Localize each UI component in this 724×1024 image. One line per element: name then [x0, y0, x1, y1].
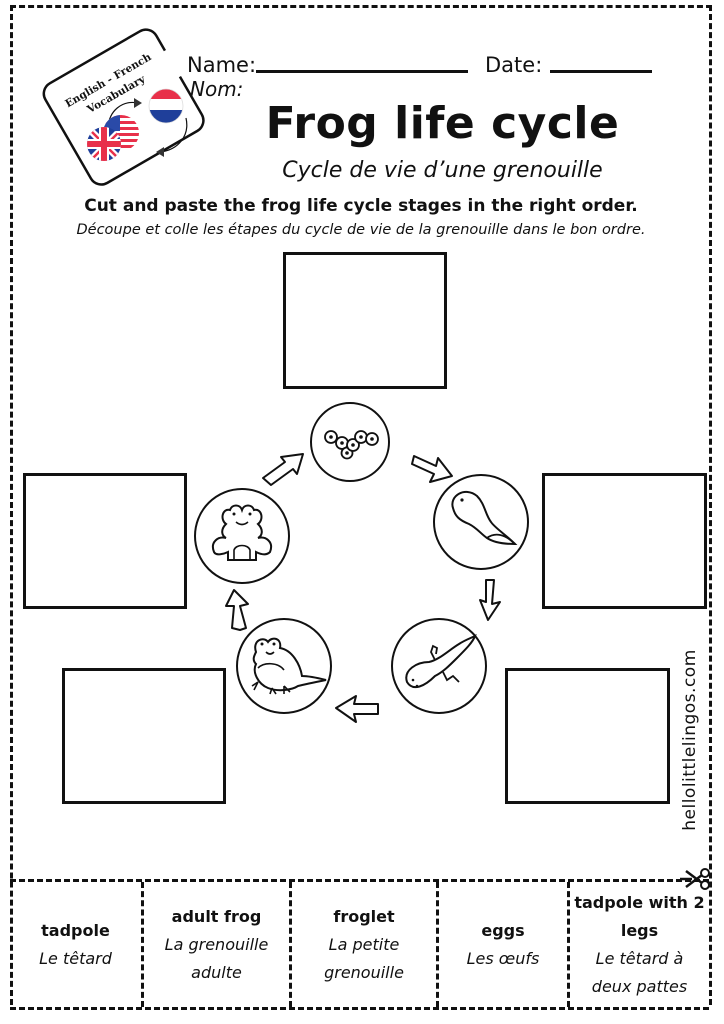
stage-eggs — [310, 402, 390, 482]
cut-border-left — [10, 5, 13, 1005]
arrow-froglet-to-frog-icon — [225, 589, 249, 631]
france-flag-icon — [148, 88, 184, 124]
stage-froglet — [236, 618, 332, 714]
cutout-french: Le têtard — [39, 948, 112, 968]
cutout-french: La grenouille adulte — [164, 934, 269, 982]
frog-eggs-icon — [324, 430, 379, 460]
cutout-strip: tadpole Le têtard adult frog La grenouil… — [10, 879, 709, 1010]
cutout-english: tadpole with 2 legs — [574, 892, 705, 940]
cutout-english: tadpole — [41, 920, 110, 940]
vocabulary-logo: English - French Vocabulary — [38, 18, 208, 193]
paste-box-bottom-left[interactable] — [62, 668, 226, 804]
cutout-card[interactable]: tadpole Le têtard — [10, 882, 144, 1007]
cutout-english: adult frog — [171, 906, 262, 926]
cutout-card[interactable]: froglet La petite grenouille — [292, 882, 439, 1007]
tadpole-with-legs-icon — [405, 634, 477, 689]
paste-box-top[interactable] — [283, 252, 447, 389]
nom-label: Nom: — [190, 77, 244, 101]
cutout-card[interactable]: eggs Les œufs — [439, 882, 570, 1007]
arrow-eggs-to-tadpole-icon — [411, 455, 453, 483]
date-field[interactable] — [550, 70, 652, 73]
name-label: Name: — [187, 53, 257, 77]
cut-border-top — [10, 5, 712, 8]
cutout-french: Les œufs — [466, 948, 540, 968]
cut-border-right — [709, 5, 712, 1005]
website-label: hellolittlelingos.com — [680, 649, 700, 831]
stage-tadpole-with-legs — [391, 618, 487, 714]
page-title: Frog life cycle — [265, 98, 620, 149]
cutout-english: froglet — [333, 906, 395, 926]
cutout-english: eggs — [481, 920, 525, 940]
instructions-french: Découpe et colle les étapes du cycle de … — [76, 222, 646, 238]
cutout-card[interactable]: tadpole with 2 legs Le têtard à deux pat… — [570, 882, 709, 1007]
instructions-english: Cut and paste the frog life cycle stages… — [84, 196, 638, 216]
arrow-legs-to-froglet-icon — [335, 695, 379, 723]
cutout-french: Le têtard à deux pattes — [591, 948, 688, 996]
cutout-card[interactable]: adult frog La grenouille adulte — [144, 882, 292, 1007]
tadpole-icon — [451, 490, 518, 546]
cutout-french: La petite grenouille — [324, 934, 404, 982]
date-label: Date: — [485, 53, 543, 77]
arrow-frog-to-eggs-icon — [262, 453, 304, 486]
adult-frog-icon — [212, 504, 272, 561]
stage-adult-frog — [194, 488, 290, 584]
paste-box-left[interactable] — [23, 473, 187, 609]
arrow-tadpole-to-legs-icon — [479, 579, 501, 621]
froglet-icon — [251, 637, 327, 695]
paste-box-right[interactable] — [542, 473, 707, 609]
name-field[interactable] — [256, 70, 468, 73]
page-subtitle: Cycle de vie d’une grenouille — [282, 158, 603, 183]
paste-box-bottom-right[interactable] — [505, 668, 670, 804]
stage-tadpole — [433, 474, 529, 570]
